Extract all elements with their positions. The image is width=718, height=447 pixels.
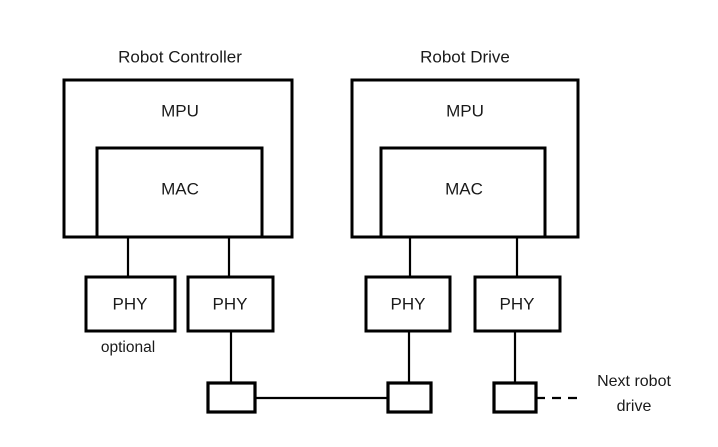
robot-controller-title: Robot Controller <box>118 47 242 66</box>
robot-drive-mac-label: MAC <box>445 179 483 198</box>
connector-box-2[interactable] <box>386 381 433 414</box>
phy-box-2-label: PHY <box>213 294 248 313</box>
robot-controller-mpu-label: MPU <box>161 101 199 120</box>
phy-box-4-label: PHY <box>500 294 535 313</box>
phy-box-3-label: PHY <box>391 294 426 313</box>
robot-drive-mac-box[interactable] <box>379 146 547 239</box>
robot-drive-mpu-label: MPU <box>446 101 484 120</box>
phy-box-1-caption-optional: optional <box>101 339 155 356</box>
phy-box-2[interactable] <box>186 275 275 333</box>
robot-drive-title: Robot Drive <box>420 47 510 66</box>
robot-controller-mac-box[interactable] <box>95 146 264 239</box>
phy-box-3[interactable] <box>364 275 452 333</box>
phy-box-1-label: PHY <box>113 294 148 313</box>
phy-box-4[interactable] <box>473 275 562 333</box>
connector-box-3[interactable] <box>492 381 538 414</box>
robot-controller-mac-label: MAC <box>161 179 199 198</box>
next-robot-drive-label-line1: Next robot <box>597 373 671 390</box>
phy-box-1[interactable] <box>84 275 177 333</box>
next-robot-drive-label-line2: drive <box>617 398 652 415</box>
connector-box-1[interactable] <box>206 381 257 414</box>
